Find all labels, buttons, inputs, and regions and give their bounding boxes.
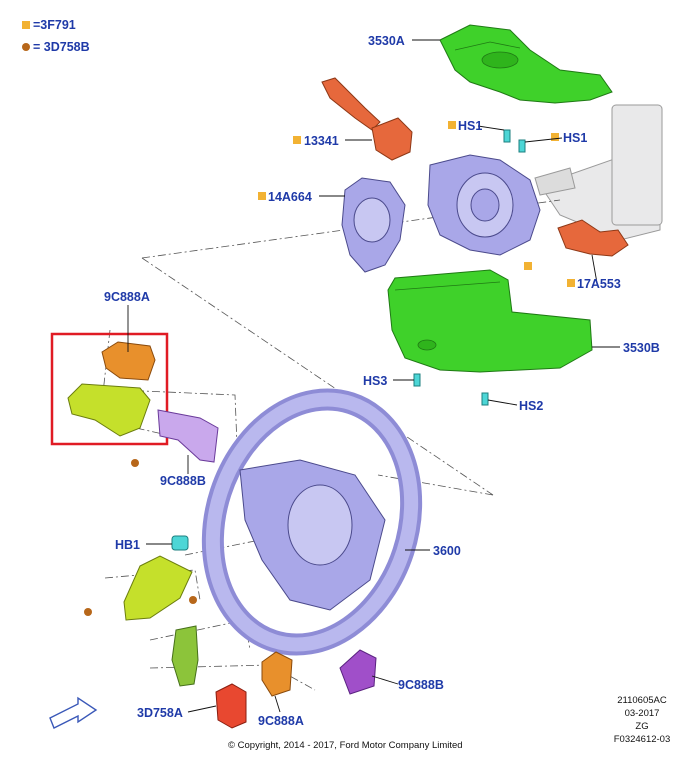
turn-signal-switch-13341 xyxy=(321,77,413,161)
copyright-text: © Copyright, 2014 - 2017, Ford Motor Com… xyxy=(228,740,463,751)
callout-hs1-left: HS1 xyxy=(458,119,483,133)
callout-9c888a-bottom: 9C888A xyxy=(258,714,304,728)
reference-date: 03-2017 xyxy=(624,708,660,719)
switch-bezel-left xyxy=(67,383,151,437)
callout-13341: 13341 xyxy=(304,134,339,148)
legend-dot-label: = 3D758B xyxy=(33,40,90,54)
square-marker-icon xyxy=(22,21,30,29)
reference-figure: F0324612-03 xyxy=(613,734,671,745)
switch-9c888a-lower xyxy=(261,651,293,697)
callout-9c888b-bottom: 9C888B xyxy=(398,678,444,692)
reference-zg: ZG xyxy=(635,721,649,732)
steering-wheel-3600 xyxy=(201,388,423,656)
dot-marker-icon xyxy=(22,43,30,51)
reference-code: 2110605AC xyxy=(617,695,667,706)
leader-lines xyxy=(127,39,620,713)
callout-hb1: HB1 xyxy=(115,538,141,552)
callout-hs1-right: HS1 xyxy=(563,131,588,145)
callout-3600: 3600 xyxy=(433,544,461,558)
clockspring-14a664 xyxy=(341,177,406,273)
switch-9c888b-mid xyxy=(157,409,219,463)
reference-block: 2110605AC 03-2017 ZG F0324612-03 xyxy=(602,694,682,746)
callout-3d758a: 3D758A xyxy=(137,706,183,720)
switch-bezel-lower-left xyxy=(123,555,193,621)
switch-9c888a-upper xyxy=(101,341,156,381)
callout-3530a: 3530A xyxy=(368,34,405,48)
switch-bracket-lower xyxy=(171,625,199,687)
steering-column xyxy=(534,104,663,241)
view-direction-arrow-icon xyxy=(49,696,98,729)
lower-shroud-3530b xyxy=(387,269,593,373)
legend-square-entry: =3F791 xyxy=(22,18,76,32)
component-3d758a xyxy=(215,683,247,729)
callout-3530b: 3530B xyxy=(623,341,660,355)
callout-14a664: 14A664 xyxy=(268,190,312,204)
callout-hs3: HS3 xyxy=(363,374,388,388)
column-control-module xyxy=(427,154,541,256)
markers-3d758b xyxy=(84,459,197,616)
callout-9c888a-top: 9C888A xyxy=(104,290,150,304)
callout-hs2: HS2 xyxy=(519,399,544,413)
legend-dot-entry: = 3D758B xyxy=(22,40,90,54)
upper-shroud-3530a xyxy=(439,24,613,104)
wiper-switch-17a553 xyxy=(557,219,629,257)
legend-square-label: =3F791 xyxy=(33,18,76,32)
highlight-box xyxy=(50,332,169,446)
callout-9c888b-mid: 9C888B xyxy=(160,474,206,488)
markers-3f791 xyxy=(258,121,575,287)
fastener-hb1 xyxy=(171,535,189,551)
switch-9c888b-lower xyxy=(339,649,377,695)
callout-17a553: 17A553 xyxy=(577,277,621,291)
